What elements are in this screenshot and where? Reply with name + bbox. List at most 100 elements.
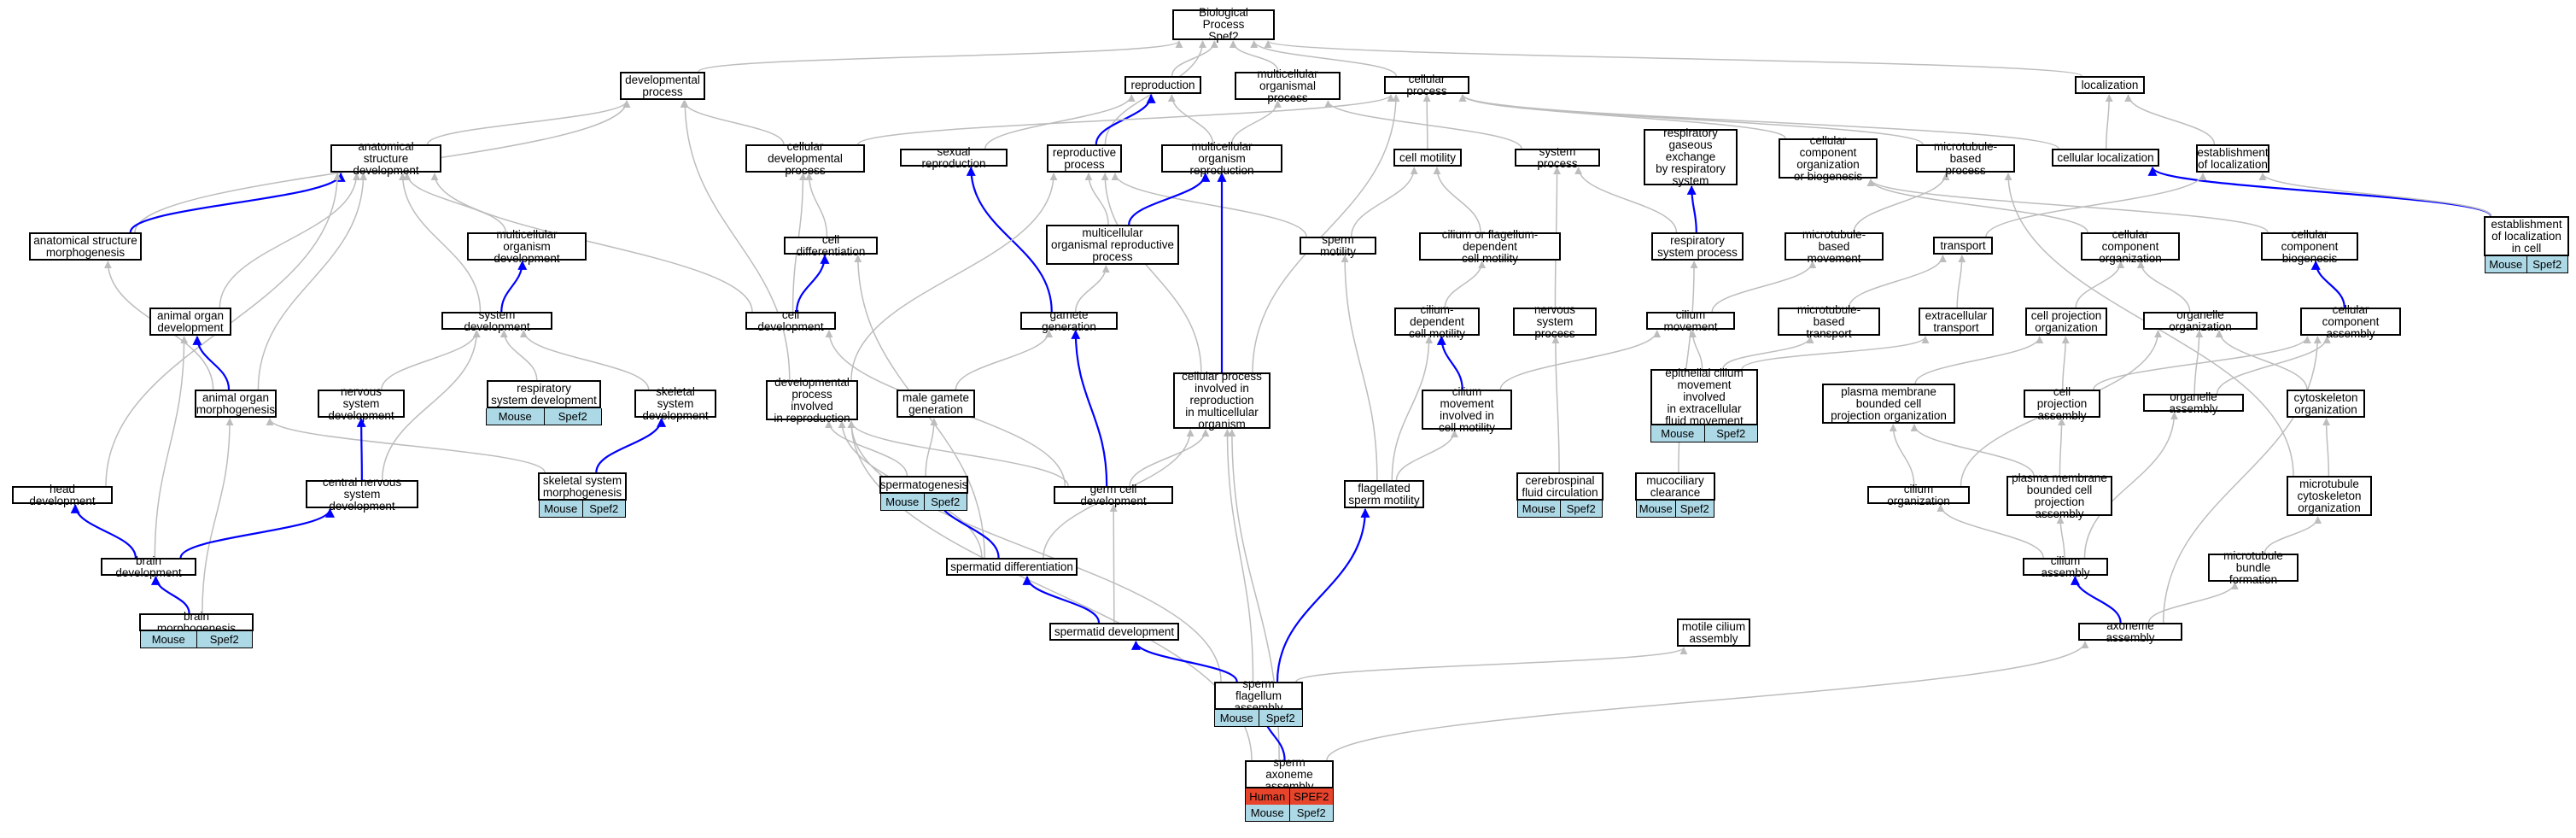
edge-asm-to-asd	[129, 172, 346, 233]
go-term-bp: Biological Process Spef2	[1172, 7, 1275, 43]
go-term-mtbf: microtubule bundle formation	[2208, 549, 2299, 585]
edge-axa-to-cca	[2162, 336, 2322, 624]
go-term-cilmov: cilium movement	[1646, 308, 1735, 332]
annotation-gene: Spef2	[1674, 501, 1714, 517]
edge-braindev-to-headdev	[70, 503, 137, 559]
edge-ccbio-to-ccob	[1866, 179, 2269, 233]
go-term-nsp: nervous system process	[1513, 303, 1597, 339]
go-term-cpirm: cellular process involved in reproductio…	[1173, 371, 1270, 431]
go-term-transport: transport	[1933, 237, 1993, 255]
edge-gamgen-to-morp	[1074, 265, 1110, 313]
go-term-mucc: mucociliary clearance	[1635, 472, 1715, 501]
go-term-estlocc: establishment of localization in cell	[2484, 216, 2569, 256]
edge-fsm-to-cdcm	[1391, 336, 1434, 481]
edge-mtbm-to-mtbp	[1853, 173, 1950, 233]
go-term-ccob: cellular component organization or bioge…	[1779, 134, 1878, 182]
go-term-mtbm: microtubule-based movement	[1785, 228, 1884, 264]
edge-estloc-to-local	[2124, 94, 2216, 145]
edge-cilorg-to-pmbcpo	[1889, 424, 1915, 487]
edge-germ-to-gamgen	[1071, 329, 1108, 487]
go-term-cpo: cell projection organization	[2025, 308, 2107, 336]
annotation-species: Human	[1249, 790, 1286, 803]
edge-spermmot-to-reproproc	[1111, 173, 1307, 237]
edge-mtbt-to-transport	[1848, 255, 1947, 308]
edge-sfa-to-dpir	[847, 420, 1222, 683]
go-term-mtbt: microtubule-based transport	[1778, 303, 1880, 339]
edge-sysdev-to-asd	[399, 173, 482, 313]
edge-ssm-to-ssd	[595, 417, 667, 473]
annotation-species: Mouse	[885, 495, 920, 508]
edge-cnsd-to-nsd	[356, 417, 366, 481]
edge-cpirm-to-reproproc	[1101, 173, 1202, 373]
go-term-mgg: male gamete generation	[897, 390, 975, 418]
edge-germ-to-cpirm	[1129, 429, 1210, 487]
edge-cpa-to-cpo	[2061, 336, 2070, 390]
go-term-orgorg: organelle organization	[2143, 308, 2258, 332]
go-term-pmbcpa: plasma membrane bounded cell projection …	[2006, 472, 2112, 519]
go-term-morp: multicellular organismal reproductive pr…	[1046, 225, 1179, 265]
edge-mtbf-to-mtco	[2263, 516, 2322, 554]
go-term-saa: sperm axoneme assembly	[1245, 756, 1334, 792]
edge-saa-to-axa	[1326, 641, 2089, 761]
edge-sdev-to-germ	[1109, 504, 1118, 624]
annotation-species: Mouse	[151, 633, 185, 646]
edge-sysproc-to-multiproc	[1323, 100, 1522, 149]
go-term-gamgen: gamete generation	[1020, 308, 1118, 332]
go-term-braindev: brain development	[101, 554, 196, 578]
edge-spermato-to-mgg	[925, 418, 938, 477]
go-term-cca: cellular component assembly	[2300, 303, 2401, 339]
edge-axa-to-cilasm	[2070, 575, 2122, 624]
go-term-cnsd: central nervous system development	[306, 476, 418, 512]
annotation-species: Mouse	[1250, 806, 1284, 819]
edge-respsys-to-sysproc	[1574, 167, 1678, 233]
edge-germ-to-dpir	[847, 420, 1069, 487]
annotation-row-saa: Mouse Spef2	[1245, 805, 1334, 822]
go-term-mtco: microtubule cytoskeleton organization	[2287, 476, 2372, 516]
edge-cellproc-to-bp	[1250, 40, 1398, 77]
edge-braindev-to-aod	[154, 336, 189, 559]
edge-mod-to-asd	[403, 173, 506, 233]
go-term-cilasm: cilium assembly	[2023, 554, 2108, 578]
edge-morep-to-repro	[1167, 94, 1214, 145]
edge-cdcm-to-cfdm	[1444, 261, 1487, 308]
go-term-ccbio: cellular component biogenesis	[2261, 228, 2358, 264]
edge-aom-to-asd	[257, 173, 368, 390]
edge-orgasm-to-orgorg	[2193, 330, 2204, 395]
go-term-rsd: respiratory system development	[487, 380, 601, 408]
edge-pmbcpa-to-cpa	[2058, 418, 2066, 477]
annotation-species: Mouse	[2489, 258, 2523, 271]
edge-devproc-to-bp	[698, 40, 1183, 73]
go-term-cdcm: cilium-dependent cell motility	[1394, 303, 1480, 339]
edge-orgasm-to-cca	[2216, 336, 2331, 395]
go-term-reproproc: reproductive process	[1047, 144, 1122, 173]
edge-aod-to-asd	[219, 173, 361, 308]
go-term-cellproc: cellular process	[1384, 73, 1469, 97]
edge-cfdm-to-cellmot	[1433, 167, 1481, 233]
edge-rsd-to-sysdev	[499, 330, 538, 381]
go-term-mtbp: microtubule-based process	[1916, 140, 2015, 176]
annotation-gene: Spef2	[1288, 805, 1334, 821]
edge-ssd-to-sysdev	[519, 330, 650, 390]
go-term-sdev: spermatid development	[1049, 623, 1179, 641]
go-term-orgasm: organelle assembly	[2143, 390, 2244, 414]
edge-cpa-to-cca	[2093, 336, 2311, 390]
annotation-species: Mouse	[498, 410, 532, 423]
edge-sdev-to-sdiff	[1022, 575, 1101, 624]
edge-cytorg-to-orgorg	[2215, 330, 2308, 390]
go-term-brainmorph: brain morphogenesis	[139, 610, 254, 634]
go-term-asm: anatomical structure morphogenesis	[29, 232, 142, 261]
go-term-sysdev: system development	[441, 308, 552, 332]
edge-cellmot-to-cellproc	[1422, 94, 1431, 149]
go-term-cilorg: cilium organization	[1867, 483, 1970, 507]
edge-celldev-to-celldiff	[795, 254, 830, 313]
edge-axa-to-mtbf	[2147, 582, 2239, 624]
edge-pmbcpa-to-pmbcpo	[1910, 424, 2035, 477]
go-term-mod: multicellular organism development	[467, 228, 587, 264]
annotation-gene: Spef2	[2526, 256, 2568, 272]
